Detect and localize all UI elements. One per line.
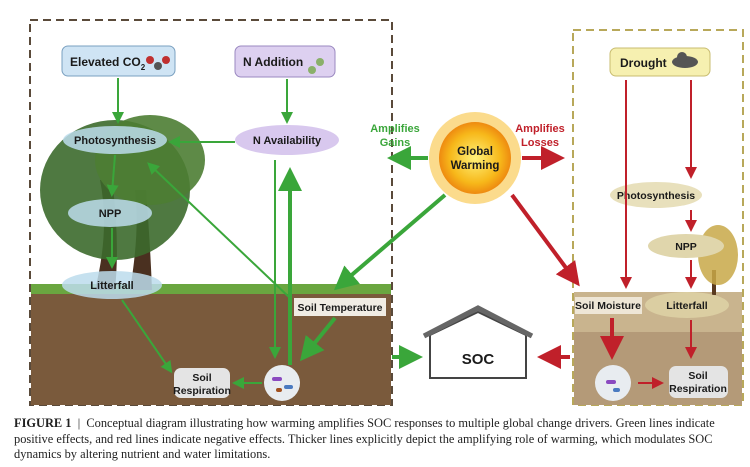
caption-text: Conceptual diagram illustrating how warm… bbox=[14, 416, 715, 461]
soc-label: SOC bbox=[462, 351, 495, 368]
n2-molecule-icon bbox=[308, 58, 324, 74]
svg-text:Soil: Soil bbox=[192, 372, 211, 384]
right-litterfall-node bbox=[645, 292, 729, 318]
cloud-icon bbox=[672, 52, 698, 68]
grass bbox=[31, 284, 391, 294]
amplifying-arrows-left bbox=[278, 167, 447, 369]
photosynthesis-node bbox=[63, 126, 167, 154]
negative-arrows-right bbox=[620, 80, 697, 389]
svg-text:Warming: Warming bbox=[451, 160, 500, 172]
global-warming-label: Global bbox=[457, 146, 493, 158]
soc-house-icon bbox=[422, 305, 534, 379]
conceptual-diagram: Elevated CO2 N Addition Photosynthesis N… bbox=[29, 19, 744, 406]
right-litterfall-label: Litterfall bbox=[666, 300, 708, 312]
co2-molecule-icon bbox=[146, 56, 170, 70]
right-npp-label: NPP bbox=[675, 241, 697, 253]
global-warming-sun-icon bbox=[429, 112, 521, 204]
photosynthesis-label: Photosynthesis bbox=[74, 135, 156, 147]
npp-node bbox=[68, 199, 152, 227]
svg-text:Losses: Losses bbox=[521, 137, 559, 149]
elevated-co2-box bbox=[61, 45, 176, 77]
litterfall-label: Litterfall bbox=[90, 280, 133, 292]
n-addition-label: N Addition bbox=[243, 55, 303, 69]
soil-temperature-label: Soil Temperature bbox=[298, 302, 383, 314]
right-microbes-icon bbox=[595, 365, 631, 401]
amplifies-losses-label: Amplifies bbox=[515, 123, 565, 135]
amplifying-arrows-right bbox=[510, 193, 624, 369]
soil-moisture-box bbox=[575, 297, 642, 314]
right-photosynthesis-node bbox=[610, 182, 702, 208]
elevated-co2-label: Elevated CO2 bbox=[70, 55, 146, 72]
right-soil-respiration-box bbox=[669, 366, 728, 398]
n-availability-node bbox=[235, 125, 339, 155]
svg-text:Respiration: Respiration bbox=[173, 385, 231, 397]
svg-text:Respiration: Respiration bbox=[669, 383, 727, 395]
soil-moisture-label: Soil Moisture bbox=[575, 300, 641, 312]
positive-arrows-left bbox=[106, 78, 293, 389]
litterfall-node bbox=[62, 271, 162, 299]
npp-label: NPP bbox=[99, 208, 122, 220]
amplifies-gains-label: Amplifies bbox=[370, 123, 420, 135]
right-photosynthesis-label: Photosynthesis bbox=[617, 190, 695, 202]
drought-label: Drought bbox=[620, 56, 667, 70]
soil-respiration-box bbox=[174, 368, 230, 398]
left-panel: Elevated CO2 N Addition Photosynthesis N… bbox=[29, 19, 447, 406]
right-npp-node bbox=[648, 234, 724, 258]
n-availability-label: N Availability bbox=[253, 135, 322, 147]
microbes-icon bbox=[264, 365, 300, 401]
figure-label: FIGURE 1 bbox=[14, 416, 72, 430]
caption-separator: | bbox=[77, 416, 81, 430]
right-panel: Drought Photosynthesis NPP Litterfall So… bbox=[510, 29, 744, 406]
soil-temperature-box bbox=[294, 298, 386, 316]
svg-text:Soil: Soil bbox=[688, 370, 707, 382]
svg-text:Gains: Gains bbox=[380, 137, 411, 149]
figure-caption: FIGURE 1 | Conceptual diagram illustrati… bbox=[14, 416, 739, 463]
